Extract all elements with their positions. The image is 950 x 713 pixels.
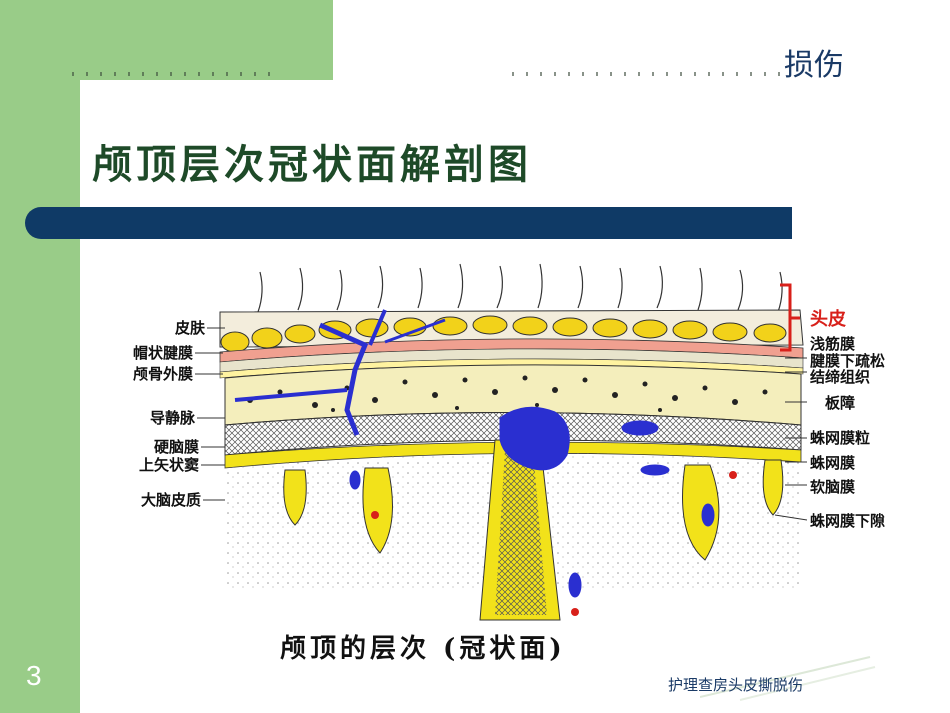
- footer-text: 护理查房头皮撕脱伤: [668, 676, 804, 694]
- page-number: 3: [26, 660, 42, 691]
- sagittal-sinus-shape: [499, 406, 570, 471]
- scalp-bracket: [780, 283, 800, 352]
- blue-vessels: [234, 309, 715, 598]
- red-arteries: [371, 471, 737, 616]
- title-underline-bar: [25, 207, 792, 239]
- leader-lines-right: [774, 357, 808, 521]
- label-arachnoid-granulation: 蛛网膜粒: [810, 429, 870, 447]
- falx-hatch: [495, 450, 547, 615]
- header-title: 损伤: [784, 48, 844, 83]
- label-pia: 软脑膜: [810, 478, 855, 496]
- label-superficial-fascia: 浅筋膜: [810, 335, 855, 353]
- gyrus-right-1: [682, 464, 720, 561]
- gyrus-right-2: [762, 459, 784, 516]
- figure-caption: 颅顶的层次 (冠状面): [280, 634, 566, 664]
- header-dots-right: [512, 72, 782, 76]
- leader-lines-left: [195, 327, 225, 501]
- scalp-anatomy-figure: 皮肤 帽状腱膜 颅骨外膜 导静脉 硬脑膜 上矢状窦 大脑皮质 头皮 浅筋膜 腱膜…: [133, 263, 885, 621]
- diploe-spots: [247, 375, 768, 412]
- fat-lobules: [220, 315, 787, 353]
- gyrus-left-1: [283, 469, 307, 526]
- label-arachnoid: 蛛网膜: [810, 454, 855, 472]
- label-scalp: 头皮: [810, 308, 846, 330]
- left-sidebar: [0, 0, 80, 713]
- label-emissary-vein: 导静脉: [150, 409, 196, 427]
- label-diploe: 板障: [825, 394, 855, 412]
- corner-decoration: [700, 656, 876, 701]
- gyrus-left-2: [362, 467, 393, 554]
- label-dura: 硬脑膜: [154, 438, 199, 456]
- label-subarachnoid: 蛛网膜下隙: [810, 512, 885, 530]
- label-galea: 帽状腱膜: [133, 344, 193, 362]
- header-dots-left: [72, 72, 272, 76]
- label-subaponeurotic-2: 结缔组织: [810, 368, 870, 386]
- label-skin: 皮肤: [175, 319, 206, 337]
- hair-lines: [257, 263, 783, 313]
- label-cortex: 大脑皮质: [141, 491, 201, 509]
- label-pericranium: 颅骨外膜: [133, 365, 193, 383]
- label-subaponeurotic-1: 腱膜下疏松: [810, 352, 885, 370]
- slide-title: 颅顶层次冠状面解剖图: [92, 141, 532, 188]
- label-sagittal-sinus: 上矢状窦: [139, 456, 199, 474]
